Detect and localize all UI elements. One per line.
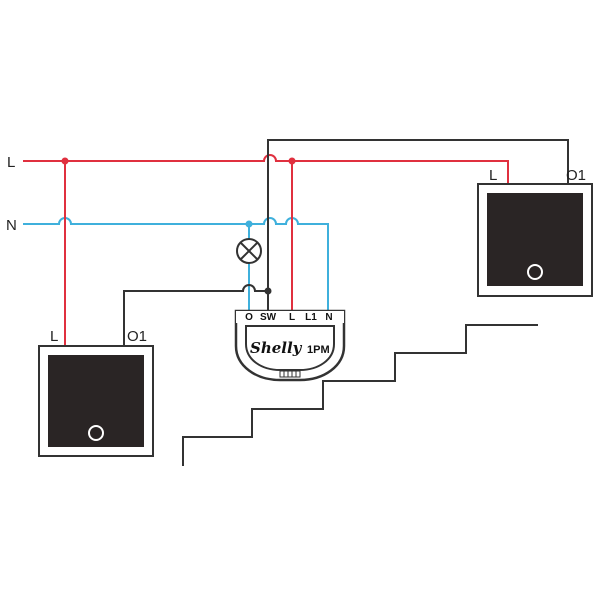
device-brand: Shelly bbox=[250, 339, 303, 357]
left-switch-terminal-output: O1 bbox=[127, 328, 147, 345]
left-switch-output-wire bbox=[123, 284, 268, 346]
left-switch-indicator-icon bbox=[88, 425, 104, 441]
device-terminal-sw: SW bbox=[260, 312, 277, 323]
right-switch bbox=[477, 183, 593, 297]
left-switch-rocker bbox=[48, 355, 144, 447]
device-terminal-o: O bbox=[245, 312, 253, 323]
neutral-line-label: N bbox=[6, 217, 17, 234]
live-main-line bbox=[23, 154, 509, 184]
device-terminal-strip bbox=[236, 311, 344, 323]
right-switch-terminal-live: L bbox=[489, 167, 497, 184]
neutral-main-line bbox=[23, 217, 329, 311]
sw-junction bbox=[264, 287, 272, 295]
device-model: 1PM bbox=[307, 344, 330, 356]
live-junction-right bbox=[288, 157, 296, 165]
device-led-icon bbox=[279, 370, 301, 378]
device-terminal-l: L bbox=[289, 312, 295, 323]
right-switch-indicator-icon bbox=[527, 264, 543, 280]
live-junction-left bbox=[61, 157, 69, 165]
right-switch-output-wire bbox=[267, 139, 569, 311]
live-line-label: L bbox=[7, 154, 15, 171]
right-switch-rocker bbox=[487, 193, 583, 286]
left-switch bbox=[38, 345, 154, 457]
right-switch-terminal-output: O1 bbox=[566, 167, 586, 184]
lamp-icon bbox=[236, 238, 262, 264]
device-terminal-n: N bbox=[325, 312, 332, 323]
staircase bbox=[182, 324, 538, 466]
shelly-device bbox=[234, 309, 346, 382]
neutral-junction bbox=[245, 220, 253, 228]
left-switch-terminal-live: L bbox=[50, 328, 58, 345]
device-terminal-l1: L1 bbox=[305, 312, 317, 323]
